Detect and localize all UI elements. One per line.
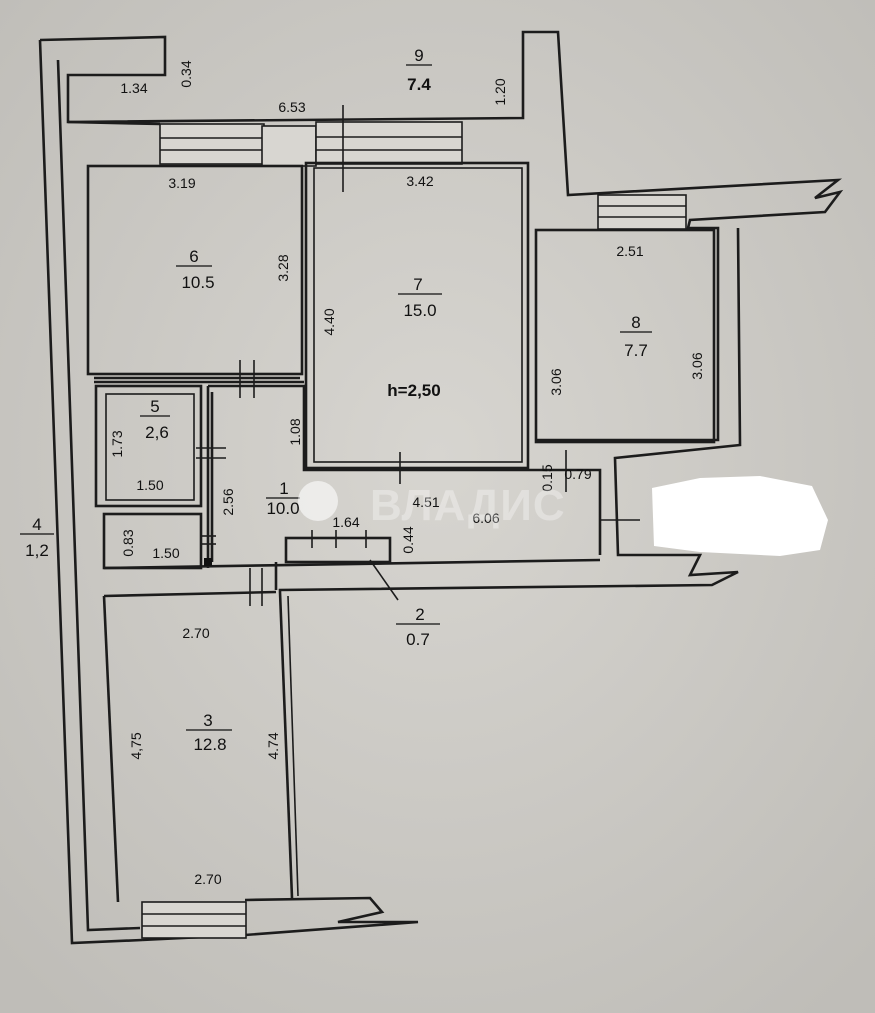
watermark-logo [298, 481, 338, 521]
dimension-label: 3.06 [689, 352, 705, 379]
room-1-number: 1 [279, 479, 288, 498]
room-3-number: 3 [203, 711, 212, 730]
dimension-label: 0.83 [120, 529, 136, 556]
room-7-number: 7 [413, 275, 422, 294]
dimension-label: 3.06 [548, 368, 564, 395]
dimension-label: 1.73 [109, 430, 125, 457]
watermark: ВЛАДИС [298, 481, 566, 530]
room-8-area: 7.7 [624, 341, 648, 360]
window-bottom [141, 901, 247, 939]
interior-walls [86, 161, 716, 903]
room-2-area: 0.7 [406, 630, 430, 649]
dimension-label: 1.20 [492, 78, 508, 105]
watermark-text: ВЛАДИС [370, 481, 566, 530]
room-8-label: 8 7.7 [620, 313, 652, 360]
dimension-label: 2.51 [616, 243, 643, 259]
room-9-label: 9 7.4 [406, 46, 432, 94]
room-7-area: 15.0 [403, 301, 436, 320]
dimension-label: 0.15 [539, 464, 555, 491]
room-1-area: 10.0 [266, 499, 299, 518]
room-5-number: 5 [150, 397, 159, 416]
dimension-label: 1.64 [332, 514, 359, 530]
room-4-label: 4 1,2 [20, 515, 54, 560]
dimension-label: 0.44 [400, 526, 416, 553]
dimension-label: 4.74 [265, 732, 281, 759]
room-1-label: 1 10.0 [266, 479, 300, 518]
room-8-number: 8 [631, 313, 640, 332]
room-4-area: 1,2 [25, 541, 49, 560]
dimension-labels: 1.34 0.34 6.53 1.20 3.19 3.42 3.28 4.40 … [109, 60, 705, 887]
ceiling-height-label: h=2,50 [387, 381, 440, 400]
room-5-label: 5 2,6 [140, 397, 170, 442]
dimension-label: 2.56 [220, 488, 236, 515]
dimension-label: 2.70 [194, 871, 221, 887]
redaction-patch [652, 476, 828, 556]
dimension-label: 4.51 [412, 494, 439, 510]
room-6-label: 6 10.5 [176, 247, 215, 292]
outer-walls [38, 30, 844, 945]
room-2-number: 2 [415, 605, 424, 624]
dimension-label: 4.40 [321, 308, 337, 335]
room-5-area: 2,6 [145, 423, 169, 442]
room-9-number: 9 [414, 46, 423, 65]
dimension-label: 3.19 [168, 175, 195, 191]
room-3-label: 3 12.8 [186, 711, 232, 754]
room-9-area: 7.4 [407, 75, 431, 94]
room-6-number: 6 [189, 247, 198, 266]
dimension-label: 1.50 [152, 545, 179, 561]
dimension-label: 0.34 [178, 60, 194, 87]
room-4-number: 4 [32, 515, 41, 534]
window-right [597, 194, 687, 230]
room-6-area: 10.5 [181, 273, 214, 292]
dimension-label: 6.53 [278, 99, 305, 115]
dimension-label: 0.79 [564, 466, 591, 482]
dimension-label: 3.42 [406, 173, 433, 189]
dimension-label: 1.50 [136, 477, 163, 493]
dimension-label: 3.28 [275, 254, 291, 281]
dimension-label: 6.06 [472, 510, 499, 526]
dimension-label: 1.08 [287, 418, 303, 445]
room-2-label: 2 0.7 [396, 605, 440, 649]
window-top [159, 105, 463, 192]
room-3-area: 12.8 [193, 735, 226, 754]
room-7-label: 7 15.0 [398, 275, 442, 320]
room-labels: 9 7.4 6 10.5 7 15.0 8 7.7 5 2,6 1 10.0 [20, 46, 652, 754]
dimension-label: 1.34 [120, 80, 147, 96]
dimension-label: 2.70 [182, 625, 209, 641]
dimension-label: 4,75 [128, 732, 144, 759]
